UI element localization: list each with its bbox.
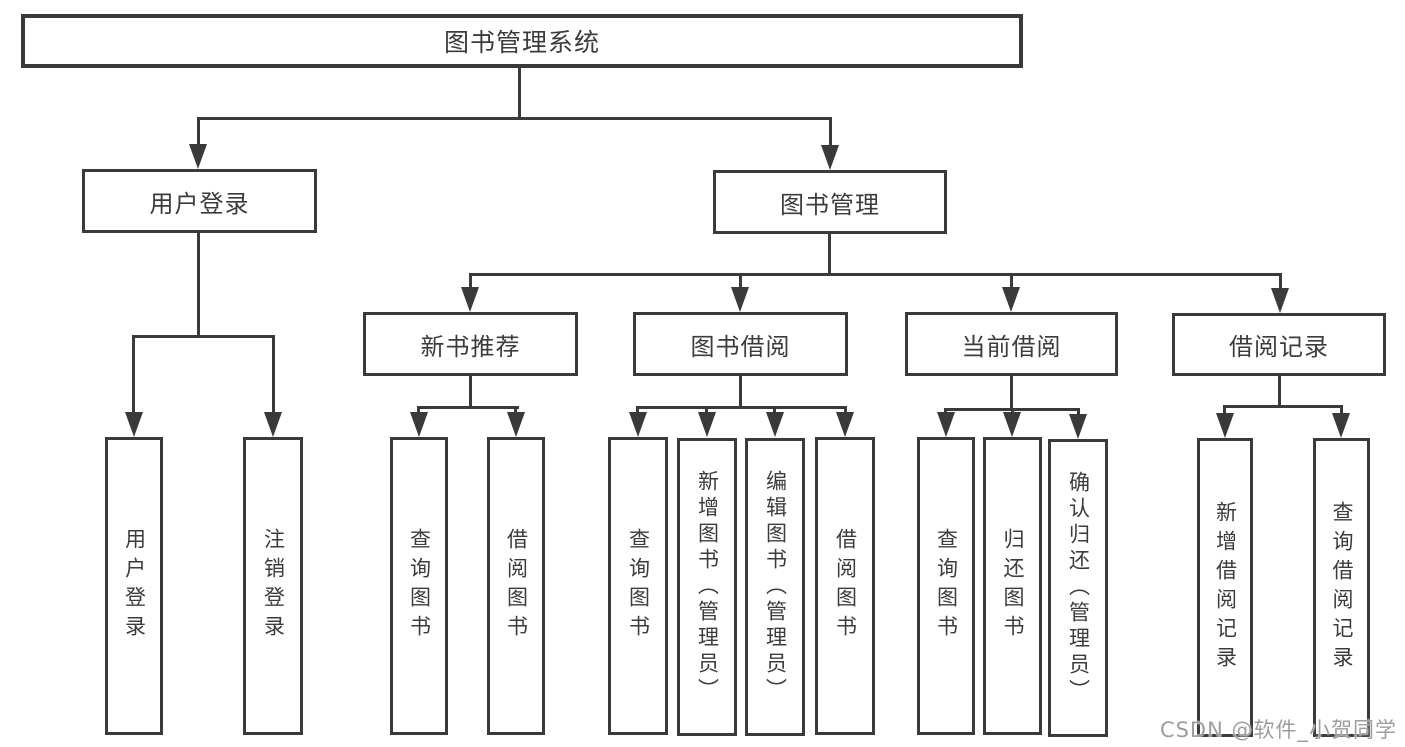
arrow-down-icon [836,412,854,437]
connector-line [1077,408,1080,416]
connector-line [1010,273,1013,291]
arrow-down-icon [1271,288,1289,313]
connector-line [132,335,135,415]
arrow-down-icon [461,287,479,312]
arrow-down-icon [125,412,143,437]
arrow-down-icon [189,144,207,169]
connector-line [636,406,639,416]
arrow-down-icon [766,412,784,437]
arrow-down-icon [1002,287,1020,312]
node-label: 借阅记录 [1229,333,1329,361]
node-label: 借阅图书 [504,528,529,644]
node-label: 用户登录 [122,528,147,644]
arrow-down-icon [937,412,955,437]
connector-line [417,406,519,409]
connector-line [132,335,275,338]
leaf-query-books-borrowing: 查询图书 [608,437,668,735]
leaf-logout: 注销登录 [243,437,303,735]
node-label: 用户登录 [149,189,250,218]
node-label: 查询图书 [407,528,432,644]
leaf-return-books: 归还图书 [983,437,1042,735]
connector-line [636,406,847,409]
arrow-down-icon [1332,413,1350,438]
connector-line [828,234,831,275]
connector-line [773,406,776,416]
node-label: 注销登录 [261,528,286,644]
node-label: 图书借阅 [690,332,791,361]
leaf-add-books-admin: 新增图书（管理员） [677,438,737,736]
node-current-borrowing: 当前借阅 [905,312,1118,376]
connector-line [1010,376,1013,410]
leaf-user-login: 用户登录 [105,437,163,735]
connector-line [739,376,742,408]
node-label: 图书管理系统 [443,28,600,57]
node-label: 当前借阅 [961,332,1062,361]
connector-line [197,117,831,120]
connector-line [469,376,472,408]
node-label: 图书管理 [780,190,880,219]
connector-line [518,66,521,119]
leaf-confirm-return-admin: 确认归还（管理员） [1048,439,1108,737]
leaf-query-books-recommend: 查询图书 [390,437,448,735]
connector-line [844,406,847,416]
leaf-borrow-books: 借阅图书 [815,437,875,735]
leaf-query-borrow-record: 查询借阅记录 [1313,438,1370,737]
connector-line [1223,405,1226,416]
arrow-down-icon [264,412,282,437]
connector-line [705,406,708,416]
connector-line [197,117,200,147]
arrow-down-icon [1069,414,1087,439]
arrow-down-icon [1003,412,1021,437]
leaf-borrow-books-recommend: 借阅图书 [487,437,545,735]
connector-line [1279,273,1282,291]
arrow-down-icon [698,412,716,437]
node-label: 新增借阅记录 [1213,500,1238,675]
arrow-down-icon [821,145,839,170]
node-label: 新增图书（管理员） [695,470,720,704]
arrow-down-icon [731,287,749,312]
connector-line [514,406,517,416]
node-label: 编辑图书（管理员） [763,470,788,704]
node-label: 新书推荐 [420,332,521,361]
leaf-query-books-current: 查询图书 [917,437,975,735]
node-book-borrowing: 图书借阅 [633,312,848,376]
connector-line [1278,376,1281,407]
arrow-down-icon [1216,413,1234,438]
node-label: 借阅图书 [833,528,858,644]
leaf-add-borrow-record: 新增借阅记录 [1197,438,1253,737]
node-user-login: 用户登录 [82,169,317,233]
arrow-down-icon [629,412,647,437]
node-label: 查询图书 [626,528,651,644]
node-new-book-recommendation: 新书推荐 [363,312,578,376]
node-label: 查询图书 [934,528,959,644]
connector-line [197,233,200,338]
connector-line [469,273,1282,276]
node-label: 归还图书 [1001,528,1025,644]
connector-line [417,406,420,416]
connector-line [829,117,832,147]
node-label: 确认归还（管理员） [1066,471,1091,705]
connector-line [1340,405,1343,416]
connector-line [272,335,275,415]
arrow-down-icon [507,412,525,437]
csdn-watermark: CSDN @软件_小贺同学 [1159,718,1397,742]
arrow-down-icon [410,412,428,437]
node-label: 查询借阅记录 [1330,500,1354,675]
connector-line [739,273,742,291]
leaf-edit-books-admin: 编辑图书（管理员） [745,438,805,736]
connector-line [469,273,472,291]
node-root-library-management-system: 图书管理系统 [21,14,1023,68]
node-book-management: 图书管理 [713,170,947,234]
node-borrowing-records: 借阅记录 [1172,313,1386,376]
connector-line [1223,405,1343,408]
